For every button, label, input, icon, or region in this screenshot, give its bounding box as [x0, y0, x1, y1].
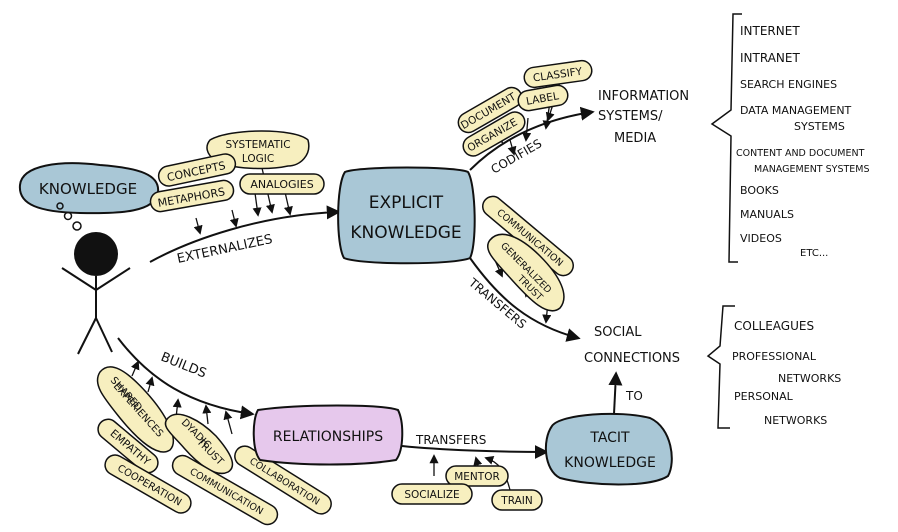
- explicit-line1: EXPLICIT: [369, 193, 444, 213]
- list-item: ETC...: [800, 248, 828, 259]
- list-item: INTRANET: [740, 51, 800, 65]
- svg-text:MEDIA: MEDIA: [614, 131, 656, 146]
- list-item: NETWORKS: [778, 372, 841, 385]
- svg-text:SOCIAL: SOCIAL: [594, 325, 642, 340]
- list-item: BOOKS: [740, 184, 779, 197]
- tag-analogies: ANALOGIES: [239, 173, 325, 195]
- builds-label: BUILDS: [159, 350, 209, 382]
- tag-label: LABEL: [517, 84, 569, 112]
- svg-text:MENTOR: MENTOR: [454, 471, 500, 483]
- list-item: DATA MANAGEMENT: [740, 104, 852, 117]
- tag-train: TRAIN: [491, 489, 543, 511]
- transfers-right-label: TRANSFERS: [415, 433, 486, 447]
- list-item: MANUALS: [740, 208, 794, 221]
- externalizes-label: EXTERNALIZES: [176, 232, 274, 267]
- list-item: SEARCH ENGINES: [740, 78, 837, 91]
- list-item: CONTENT AND DOCUMENT: [736, 148, 865, 159]
- svg-text:SYSTEMS/: SYSTEMS/: [598, 109, 663, 124]
- list-item: PERSONAL: [734, 390, 794, 403]
- to-arrow: TO: [608, 371, 643, 415]
- svg-text:LOGIC: LOGIC: [242, 153, 274, 165]
- list-item: COLLEAGUES: [734, 319, 814, 333]
- tacit-knowledge-box: TACIT KNOWLEDGE: [544, 412, 673, 486]
- tacit-line2: KNOWLEDGE: [564, 455, 656, 471]
- svg-text:LABEL: LABEL: [525, 90, 560, 108]
- list-item: VIDEOS: [740, 232, 782, 245]
- tacit-line1: TACIT: [589, 430, 630, 446]
- explicit-knowledge-box: EXPLICIT KNOWLEDGE: [337, 166, 476, 265]
- information-systems-title: INFORMATION SYSTEMS/ MEDIA: [598, 89, 689, 146]
- relationships-label: RELATIONSHIPS: [273, 429, 383, 445]
- info-systems-brace: [710, 13, 742, 263]
- list-item: SYSTEMS: [794, 120, 845, 133]
- tag-socialize: SOCIALIZE: [391, 483, 473, 505]
- svg-text:ANALOGIES: ANALOGIES: [250, 178, 313, 191]
- list-item: NETWORKS: [764, 414, 827, 427]
- relationships-box: RELATIONSHIPS: [252, 404, 404, 466]
- svg-text:TRAIN: TRAIN: [500, 495, 532, 507]
- stick-figure: [61, 232, 131, 355]
- thought-bubble: KNOWLEDGE: [18, 162, 160, 231]
- list-item: INTERNET: [740, 24, 800, 38]
- tag-classify: CLASSIFY: [523, 59, 593, 89]
- social-connections-title: SOCIAL CONNECTIONS: [584, 325, 680, 366]
- svg-text:CONNECTIONS: CONNECTIONS: [584, 351, 680, 366]
- list-item: PROFESSIONAL: [732, 350, 817, 363]
- tag-shared-experiences: SHARED EXPERIENCES: [96, 366, 175, 453]
- social-list: COLLEAGUES PROFESSIONAL NETWORKS PERSONA…: [732, 319, 841, 427]
- thought-label: KNOWLEDGE: [39, 180, 137, 198]
- tag-mentor: MENTOR: [445, 465, 509, 487]
- list-item: MANAGEMENT SYSTEMS: [754, 164, 870, 175]
- svg-text:SYSTEMATIC: SYSTEMATIC: [225, 139, 290, 151]
- svg-text:INFORMATION: INFORMATION: [598, 89, 689, 104]
- social-brace: [706, 305, 735, 429]
- explicit-line2: KNOWLEDGE: [350, 223, 461, 243]
- svg-text:SOCIALIZE: SOCIALIZE: [404, 489, 459, 501]
- to-label: TO: [625, 389, 643, 403]
- info-systems-list: INTERNET INTRANET SEARCH ENGINES DATA MA…: [736, 24, 870, 259]
